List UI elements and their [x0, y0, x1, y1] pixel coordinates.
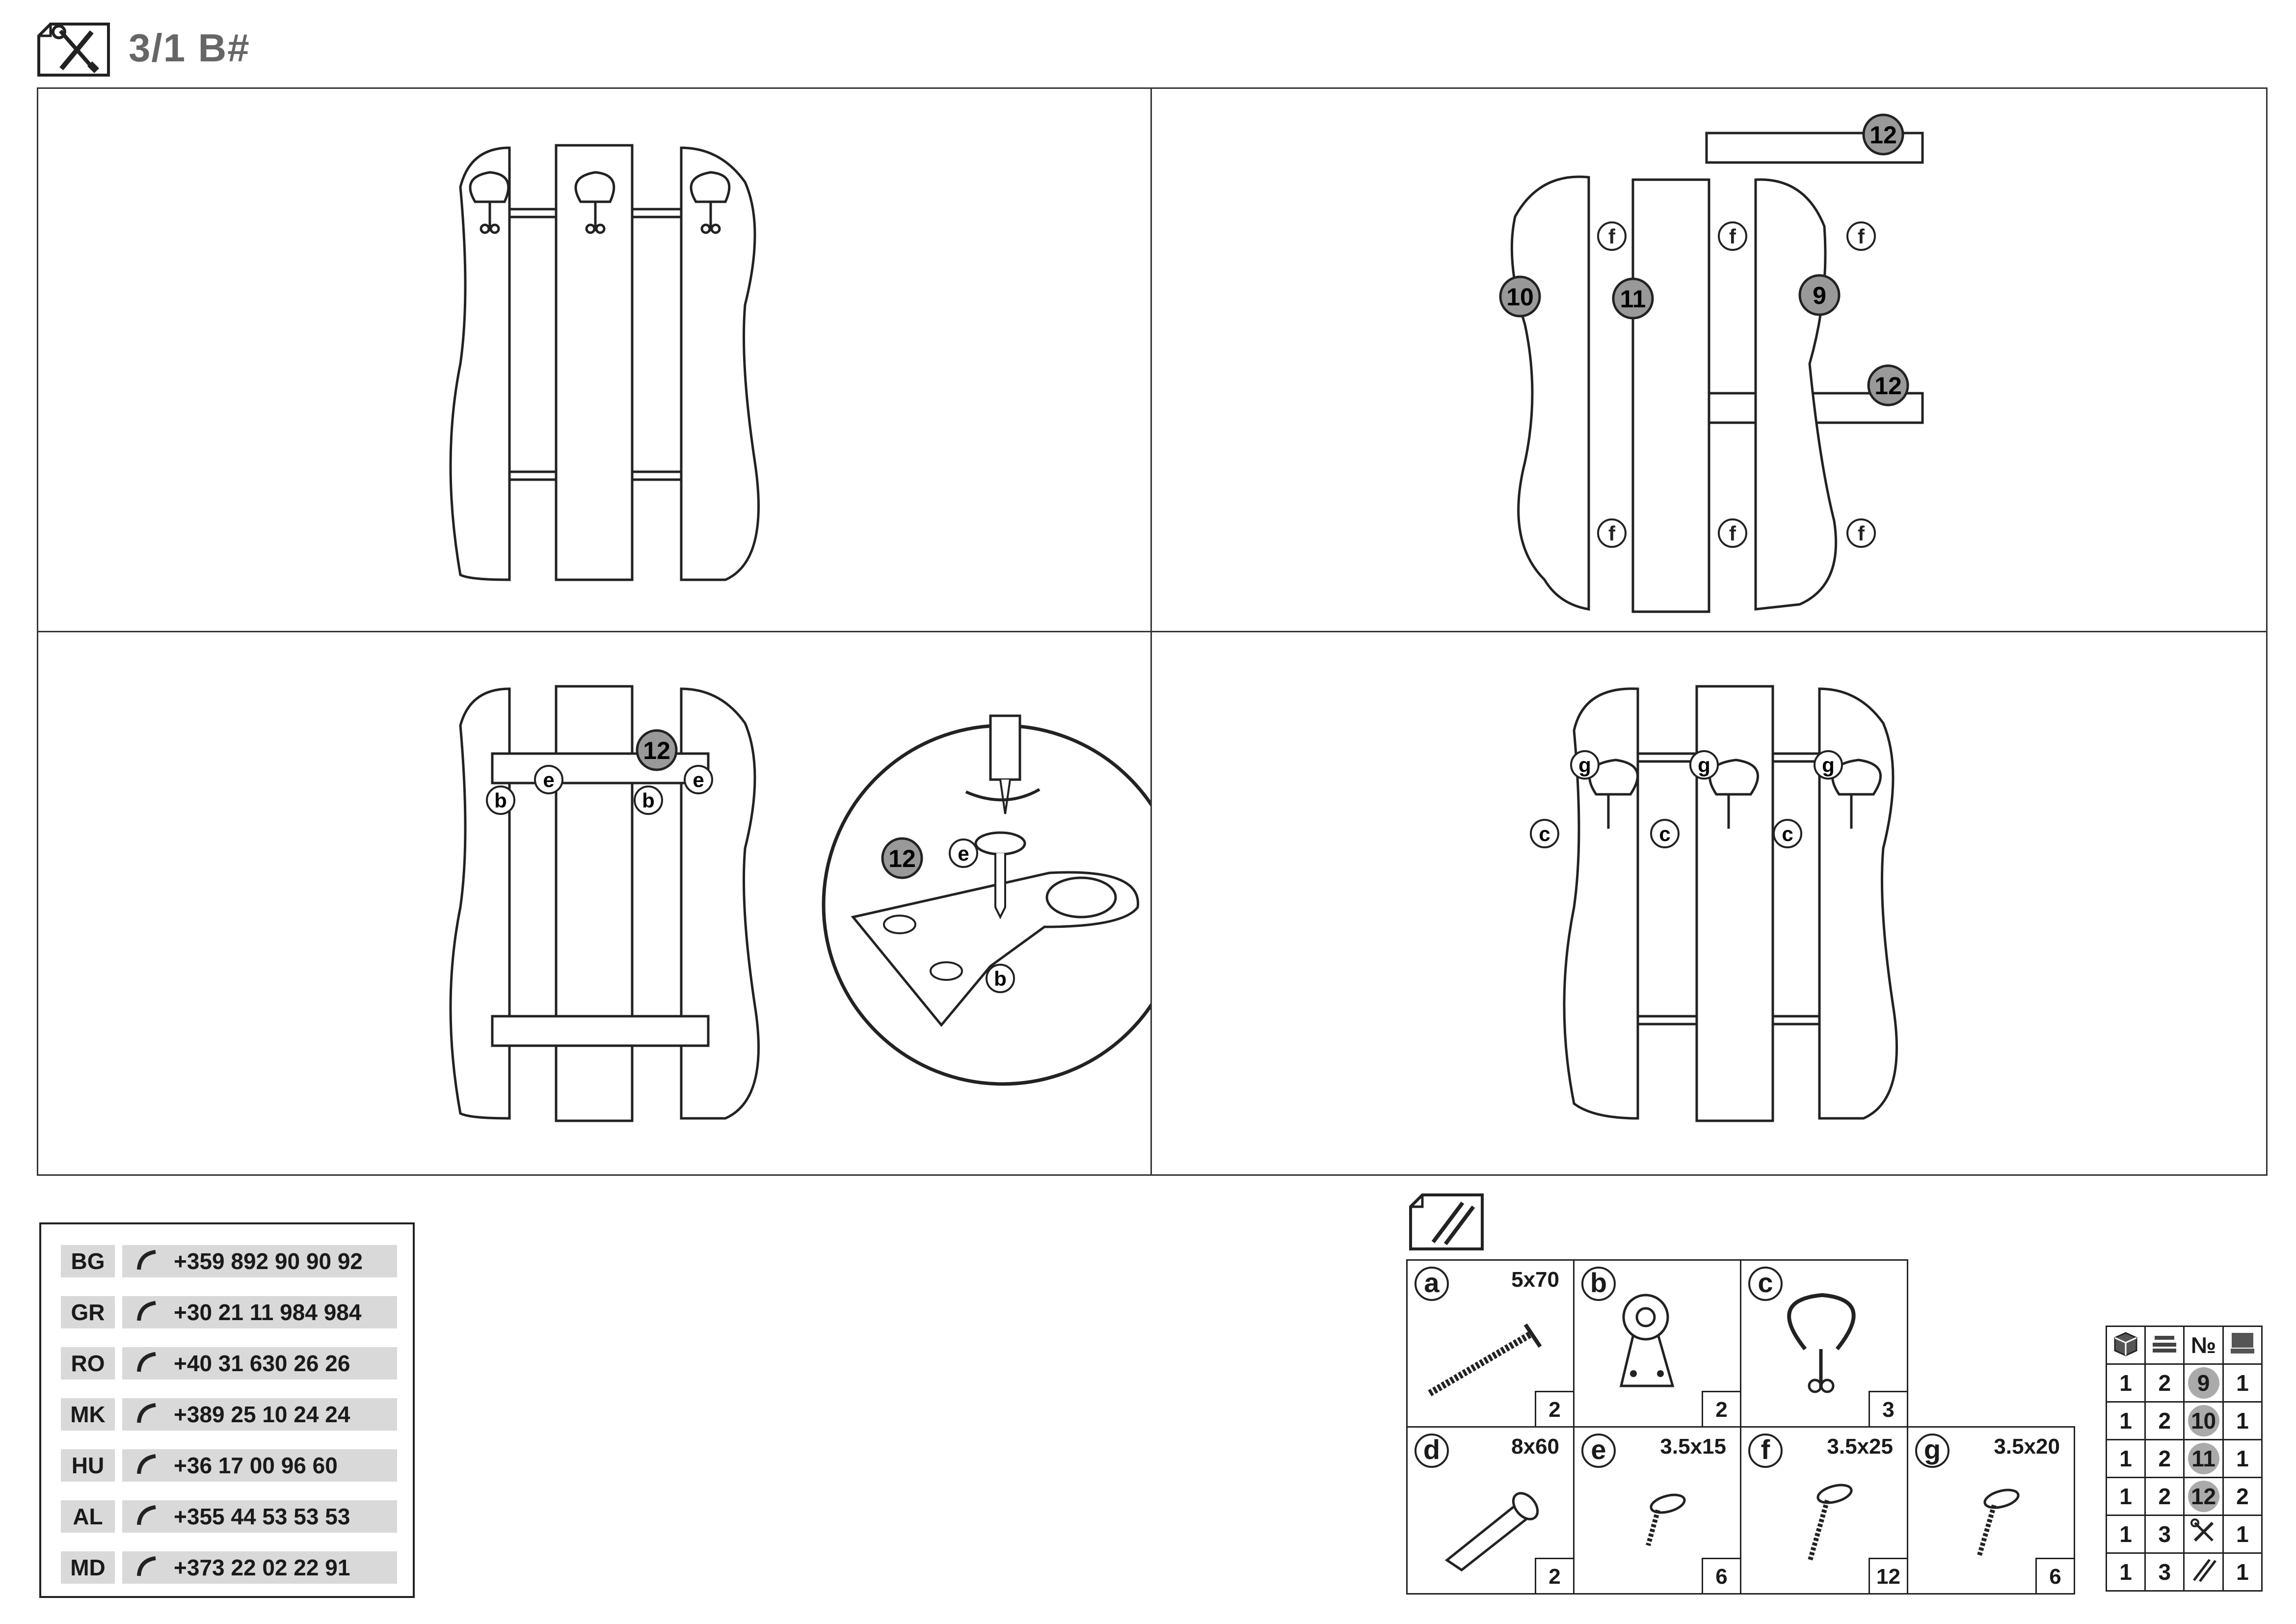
country-code: GR: [61, 1296, 115, 1328]
phone-number: +40 31 630 26 26: [174, 1351, 350, 1376]
step-panel-2: 12 10 11 9 12 f f f f f f: [1150, 87, 2268, 632]
fastener-label-c: c: [1782, 822, 1793, 845]
part-label-12: 12: [888, 845, 916, 872]
country-code: RO: [61, 1347, 115, 1380]
phone-icon: [137, 1250, 156, 1270]
hardware-f: f 3.5x25 12: [1740, 1426, 1908, 1595]
hardware-a: a 5x70 2: [1406, 1259, 1575, 1428]
number-header: №: [2183, 1326, 2224, 1365]
part-label-12: 12: [643, 737, 670, 764]
fastener-label-f: f: [1858, 225, 1865, 248]
fastener-label-f: f: [1729, 225, 1736, 248]
tools-icon: [37, 22, 110, 77]
country-code: MD: [61, 1551, 115, 1584]
fastener-label-f: f: [1858, 522, 1865, 545]
double-hook-icon: [1787, 1293, 1856, 1393]
screws-icon: [2183, 1552, 2224, 1592]
part-disc: 10: [2188, 1405, 2219, 1436]
country-code: MK: [61, 1398, 115, 1431]
parts-table: № 1 2 9 1 1 2 10 1 1 2 11 1 1 2 12 2 1: [2105, 1326, 2263, 1592]
table-header: №: [2105, 1326, 2263, 1365]
step-panel-4: g g g c c c: [1150, 631, 2268, 1176]
page-title: 3/1 B#: [129, 26, 250, 70]
fastener-label-b: b: [642, 789, 655, 812]
phone-number: +355 44 53 53 53: [174, 1504, 350, 1529]
phone-icon: [137, 1301, 156, 1321]
fastener-label-e: e: [693, 768, 704, 791]
hardware-e: e 3.5x15 6: [1573, 1426, 1741, 1595]
wall-plug-icon: [1444, 1492, 1539, 1572]
fastener-label-f: f: [1608, 522, 1616, 545]
table-row: 1 2 9 1: [2105, 1363, 2263, 1403]
tools-icon: [2183, 1515, 2224, 1554]
table-row: 1 3 1: [2105, 1515, 2263, 1554]
phone-number: +36 17 00 96 60: [174, 1453, 338, 1478]
short-screw-icon: [1646, 1493, 1686, 1546]
country-code: HU: [61, 1449, 115, 1482]
fastener-label-g: g: [1578, 754, 1591, 777]
fastener-label-c: c: [1539, 822, 1550, 845]
fastener-label-f: f: [1608, 225, 1616, 248]
fastener-label-c: c: [1659, 822, 1670, 845]
fastener-label-f: f: [1729, 522, 1736, 545]
phone-icon: [137, 1556, 156, 1576]
phone-icon: [137, 1454, 156, 1474]
step-panel-1: [37, 87, 1152, 632]
part-disc: 9: [2188, 1367, 2219, 1399]
medium-screw-icon: [1808, 1484, 1853, 1561]
pallet-icon: [2222, 1326, 2263, 1365]
double-hook-icon: [469, 171, 731, 234]
phone-icon: [137, 1352, 156, 1372]
fastener-label-g: g: [1698, 754, 1710, 777]
fastener-label-b: b: [994, 967, 1007, 990]
part-disc: 12: [2188, 1481, 2219, 1512]
hardware-c: c 3: [1740, 1259, 1908, 1428]
table-row: 1 2 11 1: [2105, 1439, 2263, 1478]
part-label-12b: 12: [1874, 372, 1902, 400]
table-row: 1 2 10 1: [2105, 1401, 2263, 1440]
box-icon: [2105, 1326, 2146, 1365]
country-code: AL: [61, 1500, 115, 1533]
support-phone-table: BG +359 892 90 90 92 GR +30 21 11 984 98…: [39, 1222, 415, 1598]
detail-zoom: 12 e b: [822, 714, 1153, 1086]
fastener-label-g: g: [1822, 754, 1835, 777]
fastener-label-b: b: [494, 789, 507, 812]
step-panel-3: 12 b e b e 12 e b: [37, 631, 1153, 1176]
fastener-label-e: e: [958, 842, 969, 865]
screws-icon: [1409, 1193, 1485, 1251]
table-row: 1 2 12 2: [2105, 1477, 2263, 1516]
part-label-12: 12: [1869, 121, 1897, 149]
long-screw-icon: [1428, 1323, 1542, 1397]
hardware-g: g 3.5x20 6: [1907, 1426, 2075, 1595]
stack-icon: [2144, 1326, 2185, 1365]
part-disc: 11: [2188, 1443, 2219, 1474]
hardware-d: d 8x60 2: [1406, 1426, 1575, 1595]
hardware-b: b 2: [1573, 1259, 1741, 1428]
phone-number: +373 22 02 22 91: [174, 1555, 350, 1580]
phone-number: +389 25 10 24 24: [174, 1402, 350, 1427]
table-row: 1 3 1: [2105, 1552, 2263, 1592]
fastener-label-e: e: [543, 768, 554, 791]
phone-icon: [137, 1505, 156, 1525]
country-code: BG: [61, 1245, 115, 1277]
part-label-9: 9: [1813, 282, 1826, 309]
screw-icon: [1977, 1489, 2020, 1556]
phone-number: +30 21 11 984 984: [174, 1299, 362, 1325]
bracket-plate-icon: [1619, 1294, 1675, 1387]
phone-number: +359 892 90 90 92: [174, 1248, 363, 1274]
part-label-10: 10: [1506, 283, 1534, 311]
phone-icon: [137, 1403, 156, 1423]
part-label-11: 11: [1620, 285, 1646, 313]
